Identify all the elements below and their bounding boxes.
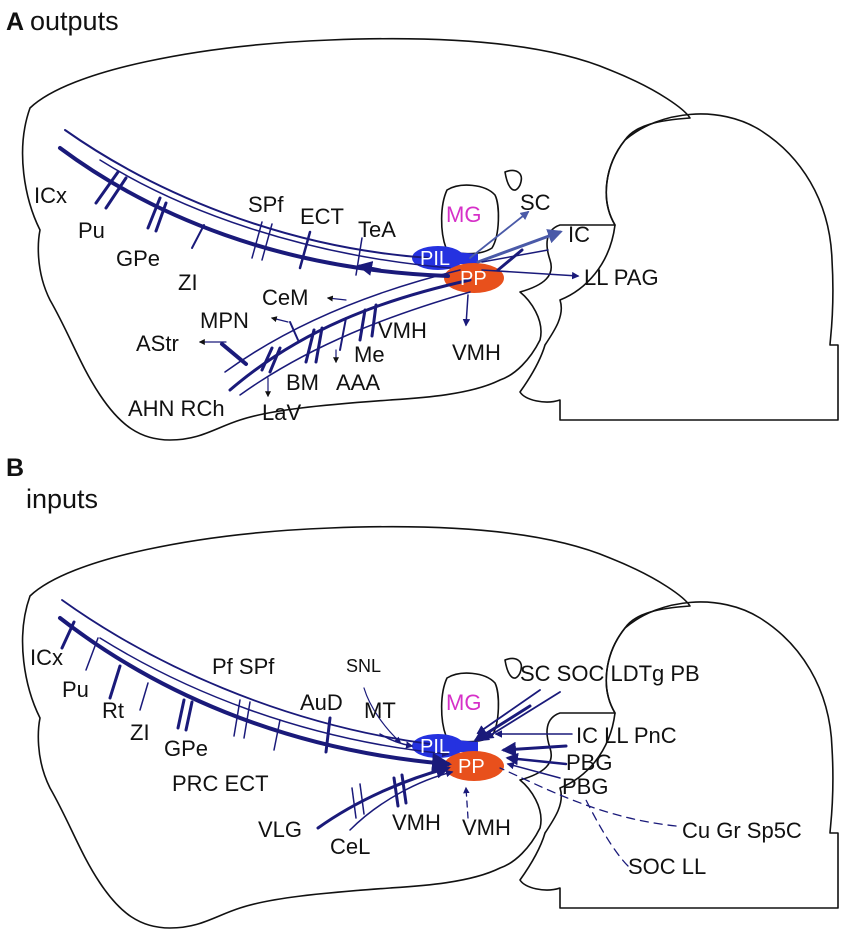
label-pp: PP [458,756,485,778]
panel-letter: A [6,8,24,36]
label-soc-ll: SOC LL [628,854,706,879]
panel-inputs: B inputs [6,454,839,929]
label-ic-ll-pnc: IC LL PnC [576,723,677,748]
label-pu: Pu [62,677,89,702]
panel-title: outputs [30,6,119,36]
label-aud: AuD [300,690,343,715]
brain-outline [21,37,839,441]
label-astr: AStr [136,331,179,356]
label-spf: SPf [248,192,284,217]
label-pu: Pu [78,218,105,243]
panel-title: inputs [26,484,98,514]
label-icx: ICx [30,645,63,670]
label-vmh: VMH [392,810,441,835]
label-cel: CeL [330,834,370,859]
label-me: Me [354,342,385,367]
label-sc: SC [520,190,551,215]
label-vmh: VMH [378,318,427,343]
label-cem: CeM [262,285,308,310]
label-lav: LaV [262,400,301,425]
label-gpe: GPe [164,736,208,761]
label-pbg-1: PBG [566,750,612,775]
label-mg: MG [446,690,481,715]
label-vlg: VLG [258,817,302,842]
label-ic: IC [568,222,590,247]
label-pil: PIL [420,736,450,758]
label-icx: ICx [34,183,67,208]
label-vmh-2: VMH [462,815,511,840]
label-aaa: AAA [336,370,380,395]
label-pp: PP [460,268,487,290]
label-mt: MT [364,698,396,723]
label-pf-spf: Pf SPf [212,654,275,679]
label-zi: ZI [130,720,150,745]
label-sc-soc-ldtg-pb: SC SOC LDTg PB [520,661,700,686]
label-gpe: GPe [116,246,160,271]
label-ll-pag: LL PAG [584,265,659,290]
panel-letter: B [6,454,24,482]
label-rt: Rt [102,698,124,723]
label-prc-ect: PRC ECT [172,771,269,796]
label-zi: ZI [178,270,198,295]
label-ahn-rch: AHN RCh [128,396,225,421]
label-mpn: MPN [200,308,249,333]
label-ect: ECT [300,204,344,229]
label-vmh-2: VMH [452,340,501,365]
label-cu-gr-sp5c: Cu Gr Sp5C [682,818,802,843]
label-mg: MG [446,202,481,227]
label-pbg-2: PBG [562,774,608,799]
label-snl: SNL [346,656,381,676]
label-pil: PIL [420,248,450,270]
label-bm: BM [286,370,319,395]
label-tea: TeA [358,217,396,242]
panel-outputs: A outputs [6,6,839,441]
